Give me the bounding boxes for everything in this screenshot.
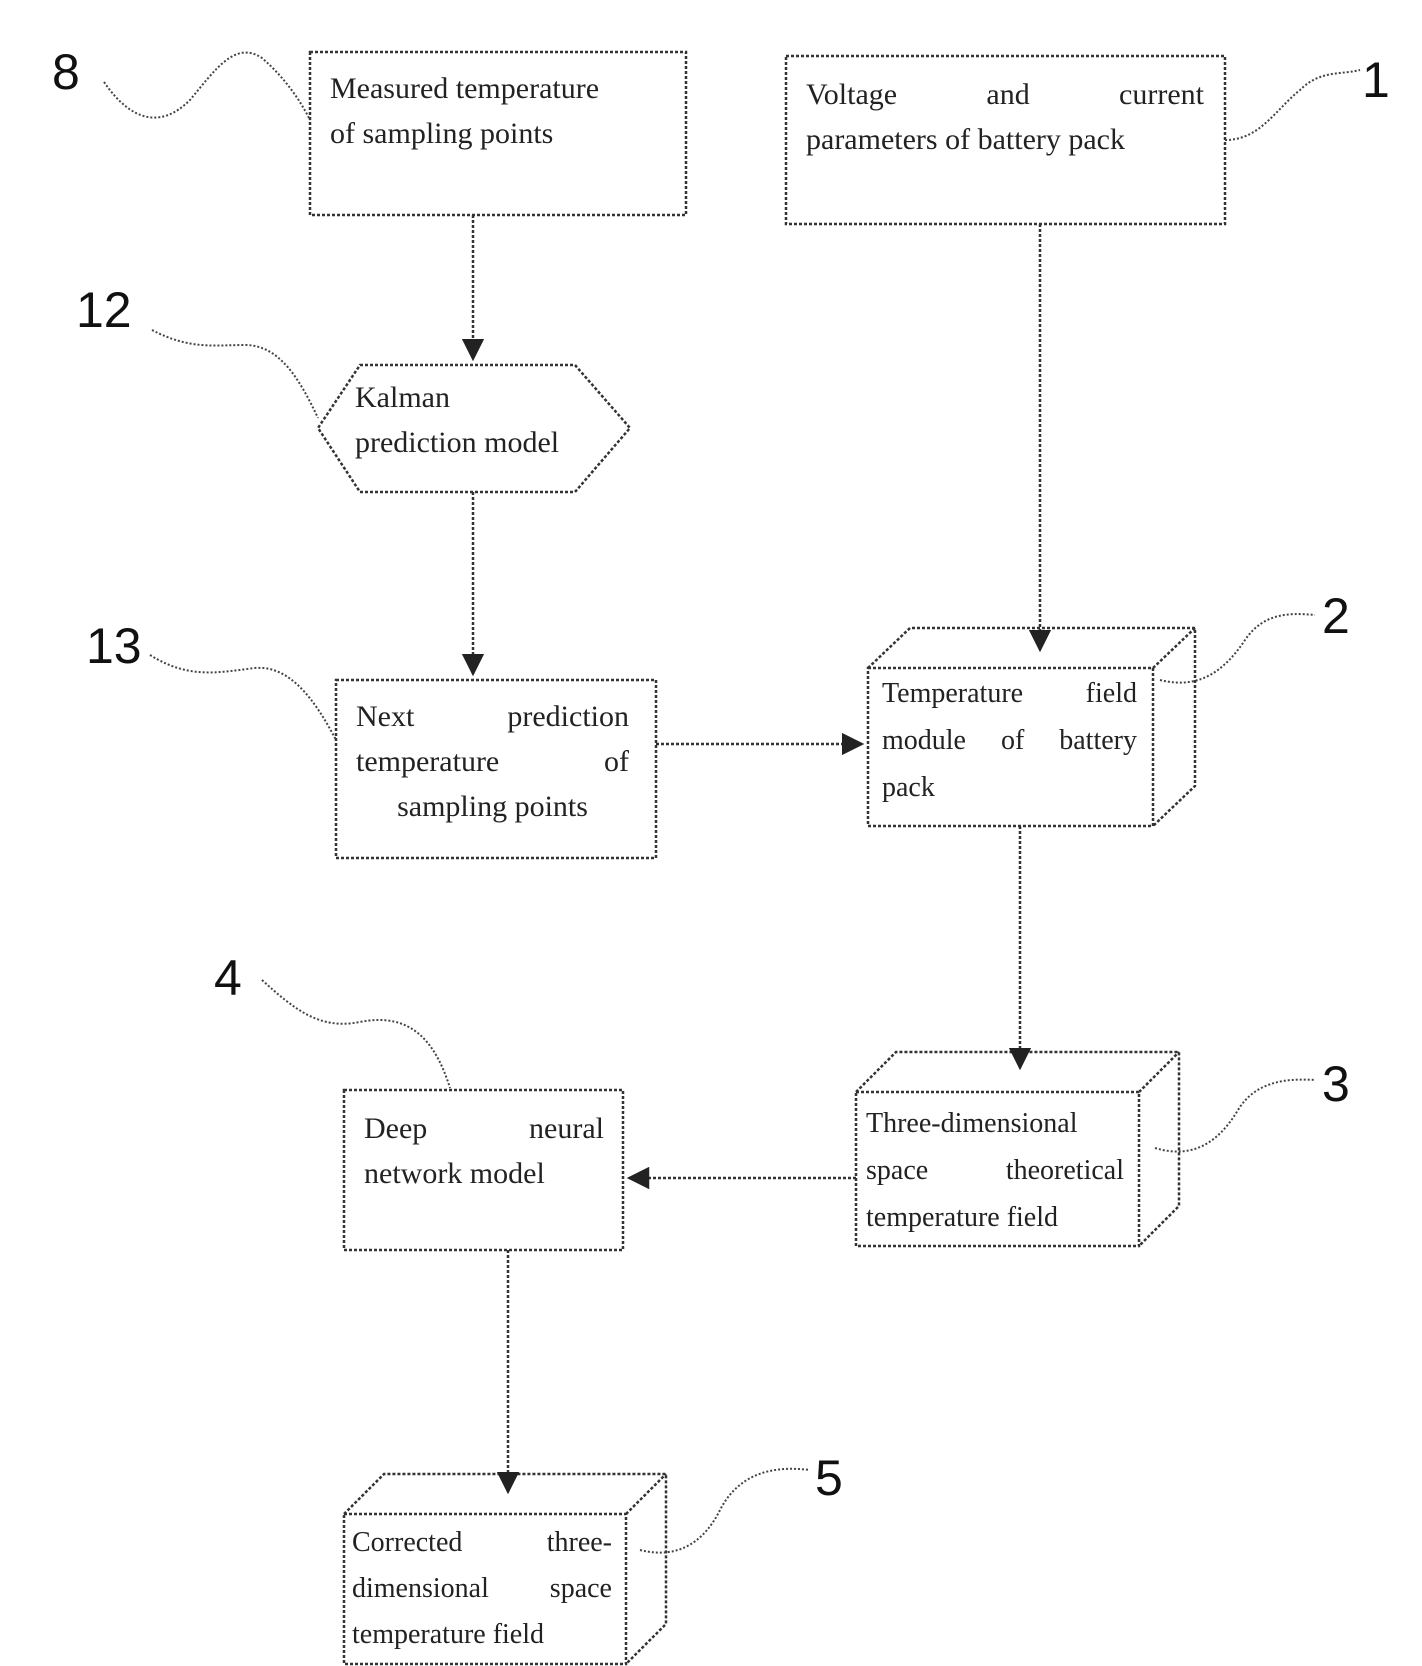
- node-1-line-2: parameters of battery pack: [806, 117, 1204, 162]
- ref-label-12: 12: [76, 282, 132, 338]
- node-3-line-1: Three-dimensional: [866, 1100, 1124, 1147]
- leader-13: [150, 655, 336, 740]
- node-2-line-1: Temperature field: [882, 670, 1137, 717]
- node-12-line-2: prediction model: [355, 420, 615, 465]
- node-5-line-3: temperature field: [352, 1612, 612, 1658]
- ref-label-1: 1: [1362, 52, 1390, 108]
- leader-4: [262, 980, 450, 1088]
- node-3-text: Three-dimensional space theoretical temp…: [866, 1100, 1124, 1241]
- node-5-line-1: Corrected three-: [352, 1520, 612, 1566]
- node-3-line-3: temperature field: [866, 1194, 1124, 1241]
- node-1-line-1: Voltage and current: [806, 72, 1204, 117]
- node-8-text: Measured temperature of sampling points: [330, 66, 670, 156]
- leader-2: [1160, 614, 1315, 683]
- node-4-line-2: network model: [364, 1151, 604, 1196]
- node-2-text: Temperature field module of battery pack: [882, 670, 1137, 811]
- ref-label-3: 3: [1322, 1056, 1350, 1112]
- node-1-text: Voltage and current parameters of batter…: [806, 72, 1204, 162]
- node-12-line-1: Kalman: [355, 375, 615, 420]
- node-13-line-1: Next prediction: [356, 694, 629, 739]
- ref-label-4: 4: [214, 950, 242, 1006]
- ref-label-13: 13: [86, 618, 142, 674]
- node-13-line-3: sampling points: [356, 784, 629, 829]
- node-2-line-2: module of battery: [882, 717, 1137, 764]
- node-13-line-2: temperature of: [356, 739, 629, 784]
- leader-12: [152, 330, 318, 418]
- node-5-line-2: dimensional space: [352, 1566, 612, 1612]
- ref-label-2: 2: [1322, 588, 1350, 644]
- node-5-text: Corrected three- dimensional space tempe…: [352, 1520, 612, 1658]
- leader-8: [104, 53, 310, 120]
- node-2-line-3: pack: [882, 764, 1137, 811]
- ref-label-5: 5: [815, 1450, 843, 1506]
- node-3-line-2: space theoretical: [866, 1147, 1124, 1194]
- node-4-line-1: Deep neural: [364, 1106, 604, 1151]
- node-4-text: Deep neural network model: [364, 1106, 604, 1196]
- node-12-text: Kalman prediction model: [355, 375, 615, 465]
- node-8-line-1: Measured temperature: [330, 66, 670, 111]
- leader-1: [1225, 70, 1360, 140]
- ref-label-8: 8: [52, 44, 80, 100]
- node-8-line-2: of sampling points: [330, 111, 670, 156]
- node-13-text: Next prediction temperature of sampling …: [356, 694, 629, 829]
